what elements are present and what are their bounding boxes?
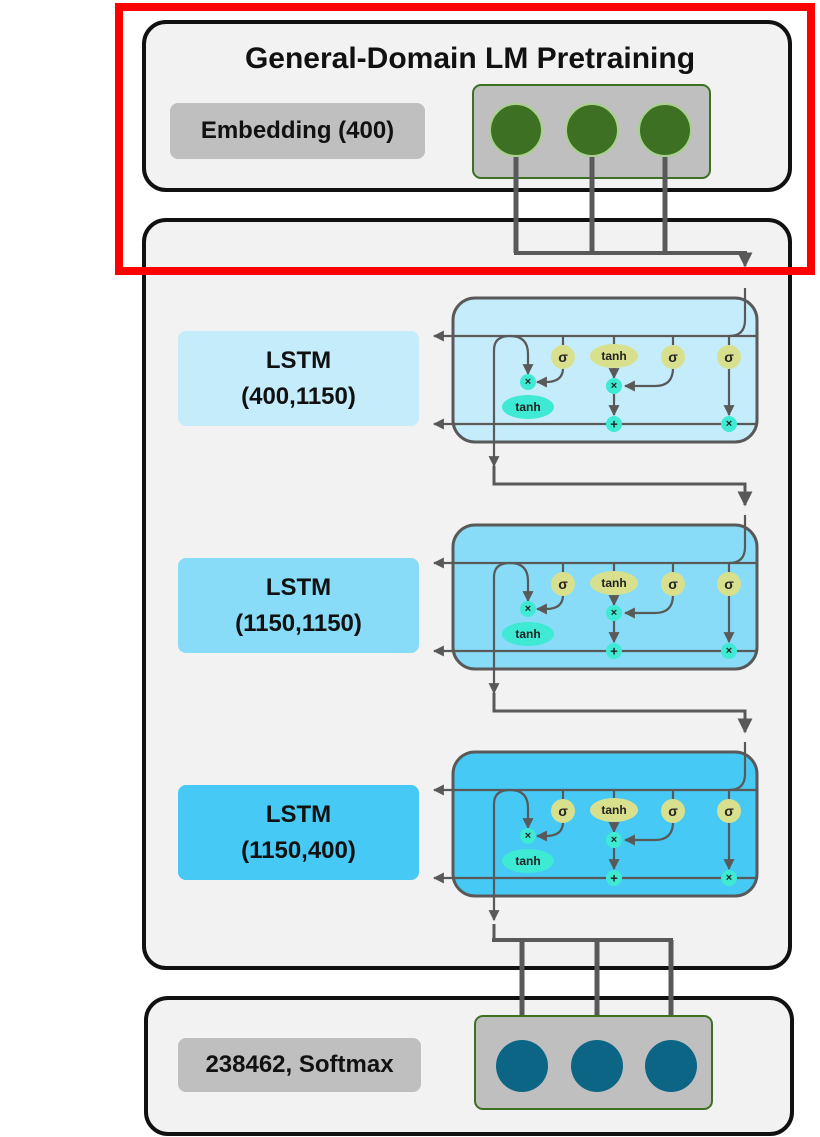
- sigma-symbol: σ: [724, 803, 734, 819]
- tanh-symbol: tanh: [601, 576, 626, 590]
- output-node-3: [645, 1040, 697, 1092]
- add-symbol: +: [610, 871, 618, 886]
- sigma-gate-icon: [551, 799, 575, 823]
- output-node-1: [496, 1040, 548, 1092]
- sigma-symbol: σ: [558, 349, 568, 365]
- output-label-text: 238462, Softmax: [205, 1051, 394, 1078]
- multiply-op-icon: [721, 643, 737, 659]
- sigma-gate-icon: [661, 572, 685, 596]
- multiply-op-icon: [520, 374, 536, 390]
- tanh-gate-icon: [590, 344, 638, 368]
- add-op-icon: [606, 416, 622, 432]
- sigma-symbol: σ: [558, 803, 568, 819]
- tanh-symbol: tanh: [515, 627, 540, 641]
- add-op-icon: [606, 870, 622, 886]
- layer-connector: [492, 693, 753, 734]
- multiply-symbol: ×: [611, 380, 617, 392]
- multiply-op-icon: [606, 605, 622, 621]
- multiply-symbol: ×: [726, 418, 732, 430]
- lstm-layer-3-name: LSTM: [265, 800, 332, 828]
- lstm-cell-3: σ tanh σ σ × tanh × + ×: [432, 742, 759, 922]
- layer-connector: [492, 466, 753, 507]
- embedding-connector: [513, 157, 753, 268]
- sigma-gate-icon: [661, 345, 685, 369]
- multiply-symbol: ×: [525, 376, 531, 388]
- lstm-layer-2-name: LSTM: [265, 573, 332, 601]
- embedding-label-text: Embedding (400): [200, 117, 395, 144]
- lstm-cell-1: σ tanh σ σ × tanh × + ×: [432, 288, 759, 468]
- lstm-layer-1-name: LSTM: [265, 346, 332, 374]
- multiply-symbol: ×: [525, 830, 531, 842]
- lstm-layer-3-dims: (1150,400): [241, 836, 356, 864]
- sigma-gate-icon: [717, 572, 741, 596]
- multiply-op-icon: [606, 378, 622, 394]
- embedding-node-3: [638, 103, 692, 157]
- multiply-symbol: ×: [525, 603, 531, 615]
- tanh-op-icon: [502, 849, 554, 873]
- multiply-symbol: ×: [726, 645, 732, 657]
- sigma-gate-icon: [717, 345, 741, 369]
- sigma-symbol: σ: [558, 576, 568, 592]
- lstm-cell-2-box: [451, 523, 759, 671]
- multiply-op-icon: [520, 601, 536, 617]
- diagram-title: General-Domain LM Pretraining: [244, 42, 696, 75]
- output-label: 238462, Softmax: [178, 1038, 421, 1092]
- multiply-op-icon: [606, 832, 622, 848]
- multiply-symbol: ×: [611, 607, 617, 619]
- lstm-layer-1-dims: (400,1150): [241, 382, 356, 410]
- lstm-layer-2-dims: (1150,1150): [235, 609, 362, 637]
- embedding-node-2: [565, 103, 619, 157]
- add-op-icon: [606, 643, 622, 659]
- lstm-layer-2-label: LSTM (1150,1150): [178, 558, 419, 653]
- multiply-op-icon: [721, 416, 737, 432]
- lstm-layer-1-label: LSTM (400,1150): [178, 331, 419, 426]
- sigma-gate-icon: [551, 345, 575, 369]
- embedding-label: Embedding (400): [170, 103, 425, 159]
- multiply-symbol: ×: [726, 872, 732, 884]
- sigma-symbol: σ: [724, 349, 734, 365]
- tanh-op-icon: [502, 622, 554, 646]
- sigma-symbol: σ: [668, 349, 678, 365]
- tanh-symbol: tanh: [601, 349, 626, 363]
- tanh-gate-icon: [590, 571, 638, 595]
- multiply-symbol: ×: [611, 834, 617, 846]
- multiply-op-icon: [721, 870, 737, 886]
- lstm-cell-1-box: [451, 296, 759, 444]
- lstm-layer-3-label: LSTM (1150,400): [178, 785, 419, 880]
- sigma-gate-icon: [551, 572, 575, 596]
- sigma-gate-icon: [717, 799, 741, 823]
- output-node-2: [571, 1040, 623, 1092]
- sigma-symbol: σ: [668, 803, 678, 819]
- tanh-symbol: tanh: [601, 803, 626, 817]
- embedding-node-1: [489, 103, 543, 157]
- sigma-symbol: σ: [724, 576, 734, 592]
- highlight-box: [115, 3, 815, 275]
- tanh-symbol: tanh: [515, 854, 540, 868]
- lstm-cell-2: σ tanh σ σ × tanh × + ×: [432, 515, 759, 695]
- lstm-cell-3-box: [451, 750, 759, 898]
- sigma-symbol: σ: [668, 576, 678, 592]
- add-symbol: +: [610, 644, 618, 659]
- sigma-gate-icon: [661, 799, 685, 823]
- add-symbol: +: [610, 417, 618, 432]
- multiply-op-icon: [520, 828, 536, 844]
- tanh-gate-icon: [590, 798, 638, 822]
- tanh-symbol: tanh: [515, 400, 540, 414]
- tanh-op-icon: [502, 395, 554, 419]
